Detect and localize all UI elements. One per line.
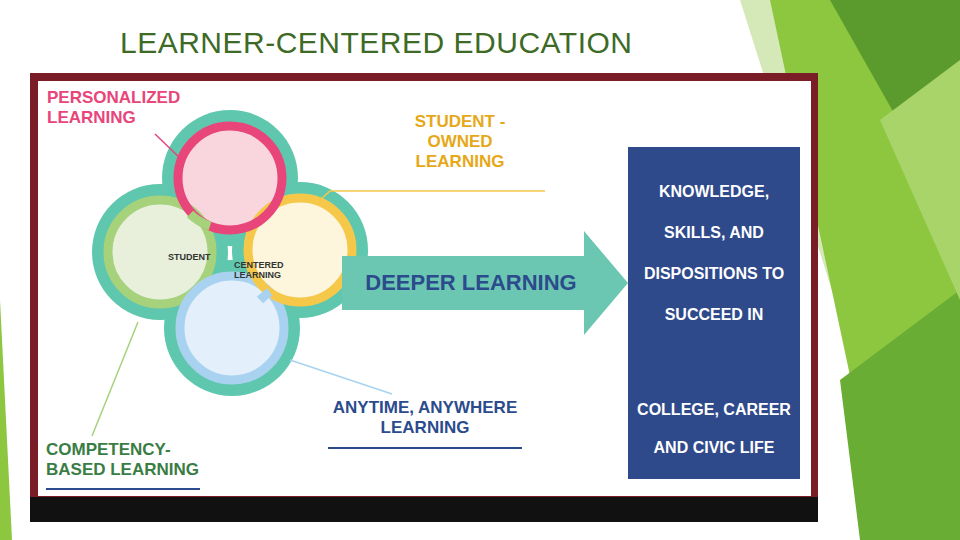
outcome-text: COLLEGE, CAREER AND CIVIC LIFE (634, 391, 794, 467)
outcome-text: KNOWLEDGE, SKILLS, AND DISPOSITIONS TO S… (634, 171, 794, 335)
ring-label: ANYTIME, ANYWHERE LEARNING (325, 398, 525, 438)
label-underline (46, 488, 200, 490)
center-label: STUDENT (168, 252, 228, 262)
blue-ring (180, 276, 284, 380)
ring-label: COMPETENCY- BASED LEARNING (46, 440, 231, 480)
blue-ring (260, 292, 270, 300)
pink-ring (178, 126, 282, 230)
arrow-label: DEEPER LEARNING (363, 270, 578, 296)
picture-frame (30, 73, 818, 522)
slide-title: LEARNER-CENTERED EDUCATION (120, 26, 633, 60)
knot-center: STUDENT CENTERED LEARNING (92, 110, 342, 396)
leader-line (92, 322, 138, 436)
ring-fill (244, 194, 356, 306)
green-ring (190, 214, 210, 226)
leader-line (155, 134, 182, 160)
label-underline (328, 447, 522, 449)
leader-line (290, 360, 392, 394)
ring-label: STUDENT -OWNED LEARNING (398, 112, 522, 172)
picture-frame-band (30, 497, 818, 522)
ring-label: PERSONALIZED LEARNING (47, 88, 197, 128)
ring-fill (174, 122, 286, 234)
flow-arrow (342, 231, 628, 335)
green-shard (880, 60, 960, 300)
outcome-box: KNOWLEDGE, SKILLS, AND DISPOSITIONS TO S… (628, 147, 800, 479)
picture-ground (38, 81, 811, 496)
green-shard (0, 300, 12, 540)
green-shard (840, 290, 960, 540)
leader-line (320, 191, 545, 200)
center-label: CENTERED LEARNING (234, 260, 290, 280)
